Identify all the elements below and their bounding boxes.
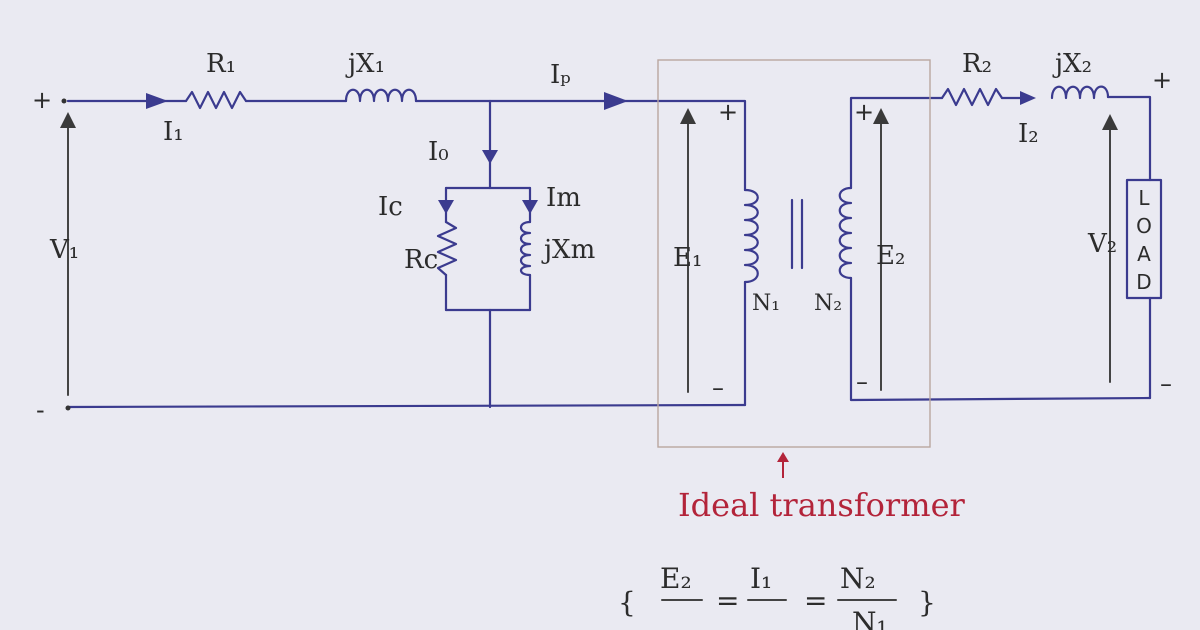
v1-label: V₁ xyxy=(49,235,79,265)
secondary-plus-sign: + xyxy=(1152,66,1172,94)
ic-arrow xyxy=(438,200,454,214)
load-letter-o: O xyxy=(1136,214,1152,238)
equation-n2: N₂ xyxy=(840,562,876,595)
secondary-minus-sign: – xyxy=(1160,370,1172,398)
i2-label: I₂ xyxy=(1018,119,1039,149)
jx1-inductor xyxy=(344,88,418,103)
r2-resistor xyxy=(940,87,1004,107)
ratio-equation: { E₂ = I₁ = N₂ N₁ } xyxy=(618,562,936,630)
ip-arrow xyxy=(604,92,628,110)
load-letter-a: A xyxy=(1137,242,1151,266)
ic-label: Ic xyxy=(378,192,403,222)
equation-close-brace: } xyxy=(918,586,936,619)
primary-minus-terminal xyxy=(65,405,71,411)
secondary-wiring xyxy=(849,95,1152,402)
i0-label: I₀ xyxy=(428,137,449,167)
load-letter-d: D xyxy=(1136,270,1151,294)
rc-resistor xyxy=(436,220,458,277)
e1-label: E₁ xyxy=(673,243,702,273)
v2-voltage-arrow xyxy=(1102,114,1118,383)
equation-equals-1: = xyxy=(716,584,739,617)
n1-label: N₁ xyxy=(752,291,780,316)
e2-minus-sign: – xyxy=(856,368,868,396)
ip-label: Iₚ xyxy=(550,60,571,90)
rc-label: Rc xyxy=(404,245,438,275)
primary-wiring xyxy=(66,99,747,409)
load-letter-l: L xyxy=(1138,186,1150,210)
secondary-winding xyxy=(838,186,853,280)
equation-e2: E₂ xyxy=(660,562,692,595)
jx2-inductor xyxy=(1050,85,1110,100)
ideal-transformer-caption: Ideal transformer xyxy=(678,486,966,524)
r2-label: R₂ xyxy=(962,49,992,79)
e1-plus-sign: + xyxy=(718,98,738,126)
im-arrow xyxy=(522,200,538,214)
primary-winding xyxy=(743,188,759,284)
primary-plus-sign: + xyxy=(32,86,52,114)
im-label: Im xyxy=(546,183,581,213)
v1-voltage-arrow xyxy=(60,112,76,396)
i2-arrow xyxy=(1020,91,1036,105)
e2-label: E₂ xyxy=(876,241,905,271)
i1-arrow xyxy=(146,93,168,109)
e1-minus-sign: – xyxy=(712,374,724,402)
jx2-label: jX₂ xyxy=(1052,49,1092,79)
v2-label: V₂ xyxy=(1087,229,1117,259)
ideal-transformer-pointer xyxy=(777,452,789,478)
i1-label: I₁ xyxy=(163,117,184,147)
equation-open-brace: { xyxy=(618,586,636,619)
e2-voltage-arrow xyxy=(873,108,889,391)
primary-minus-sign: - xyxy=(36,396,45,424)
load-box xyxy=(1125,178,1163,300)
i0-arrow xyxy=(482,150,498,164)
e2-plus-sign: + xyxy=(854,98,874,126)
r1-label: R₁ xyxy=(206,49,236,79)
jx1-label: jX₁ xyxy=(345,49,385,79)
e1-voltage-arrow xyxy=(680,108,696,393)
jxm-label: jXm xyxy=(541,235,595,265)
equation-n1: N₁ xyxy=(852,606,888,630)
equation-equals-2: = xyxy=(804,584,827,617)
ideal-transformer-box xyxy=(657,59,931,448)
r1-resistor xyxy=(184,90,248,110)
equation-i1: I₁ xyxy=(750,562,772,595)
primary-plus-terminal xyxy=(61,98,67,104)
n2-label: N₂ xyxy=(814,291,842,316)
jxm-inductor xyxy=(519,220,532,277)
